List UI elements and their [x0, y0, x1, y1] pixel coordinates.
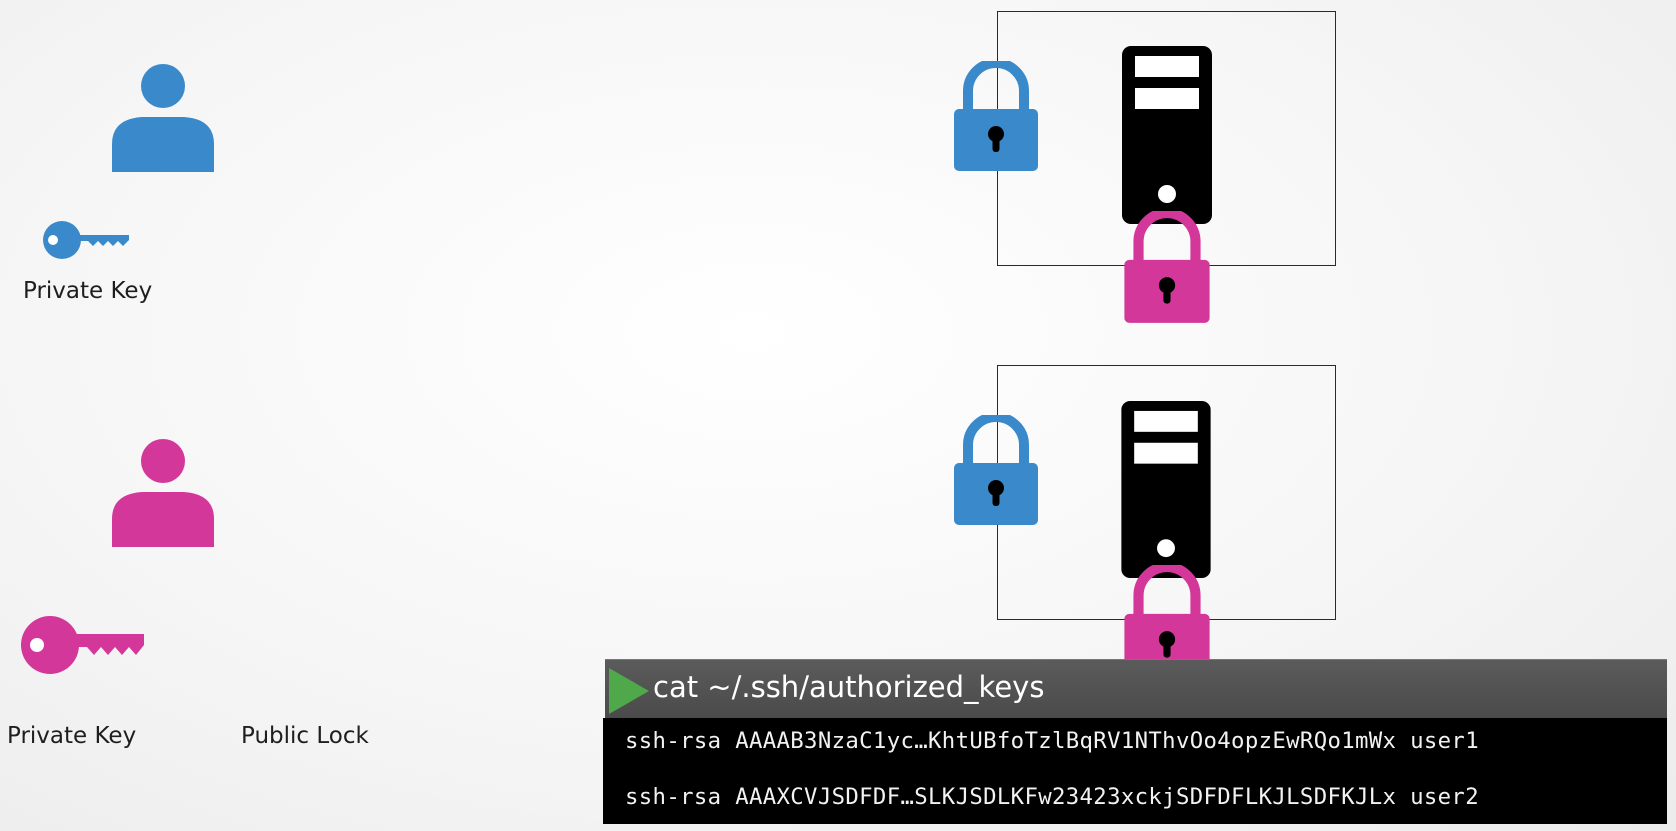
server-2-blue-lock-icon	[954, 415, 1038, 531]
blue-user-icon	[112, 64, 214, 172]
blue-private-key-label: Private Key	[23, 278, 153, 304]
server-2-icon	[1121, 401, 1211, 578]
terminal-panel: cat ~/.ssh/authorized_keys ssh-rsa AAAAB…	[603, 659, 1667, 824]
terminal-output: ssh-rsa AAAAB3NzaC1yc…KhtUBfoTzlBqRV1NTh…	[603, 718, 1667, 824]
magenta-key-icon	[20, 614, 144, 676]
terminal-command-bar: cat ~/.ssh/authorized_keys	[605, 659, 1667, 719]
public-lock-label: Public Lock	[241, 723, 369, 749]
terminal-command: cat ~/.ssh/authorized_keys	[653, 670, 1045, 704]
authorized-key-line-1: ssh-rsa AAAAB3NzaC1yc…KhtUBfoTzlBqRV1NTh…	[625, 728, 1479, 754]
play-icon	[609, 668, 649, 714]
server-1-magenta-lock-icon	[1124, 211, 1210, 329]
magenta-private-key-label: Private Key	[7, 723, 137, 749]
server-1-icon	[1122, 46, 1212, 224]
blue-key-icon	[43, 219, 129, 261]
magenta-user-icon	[112, 439, 214, 547]
server-1-blue-lock-icon	[954, 61, 1038, 177]
authorized-key-line-2: ssh-rsa AAAXCVJSDFDF…SLKJSDLKFw23423xckj…	[625, 784, 1479, 810]
